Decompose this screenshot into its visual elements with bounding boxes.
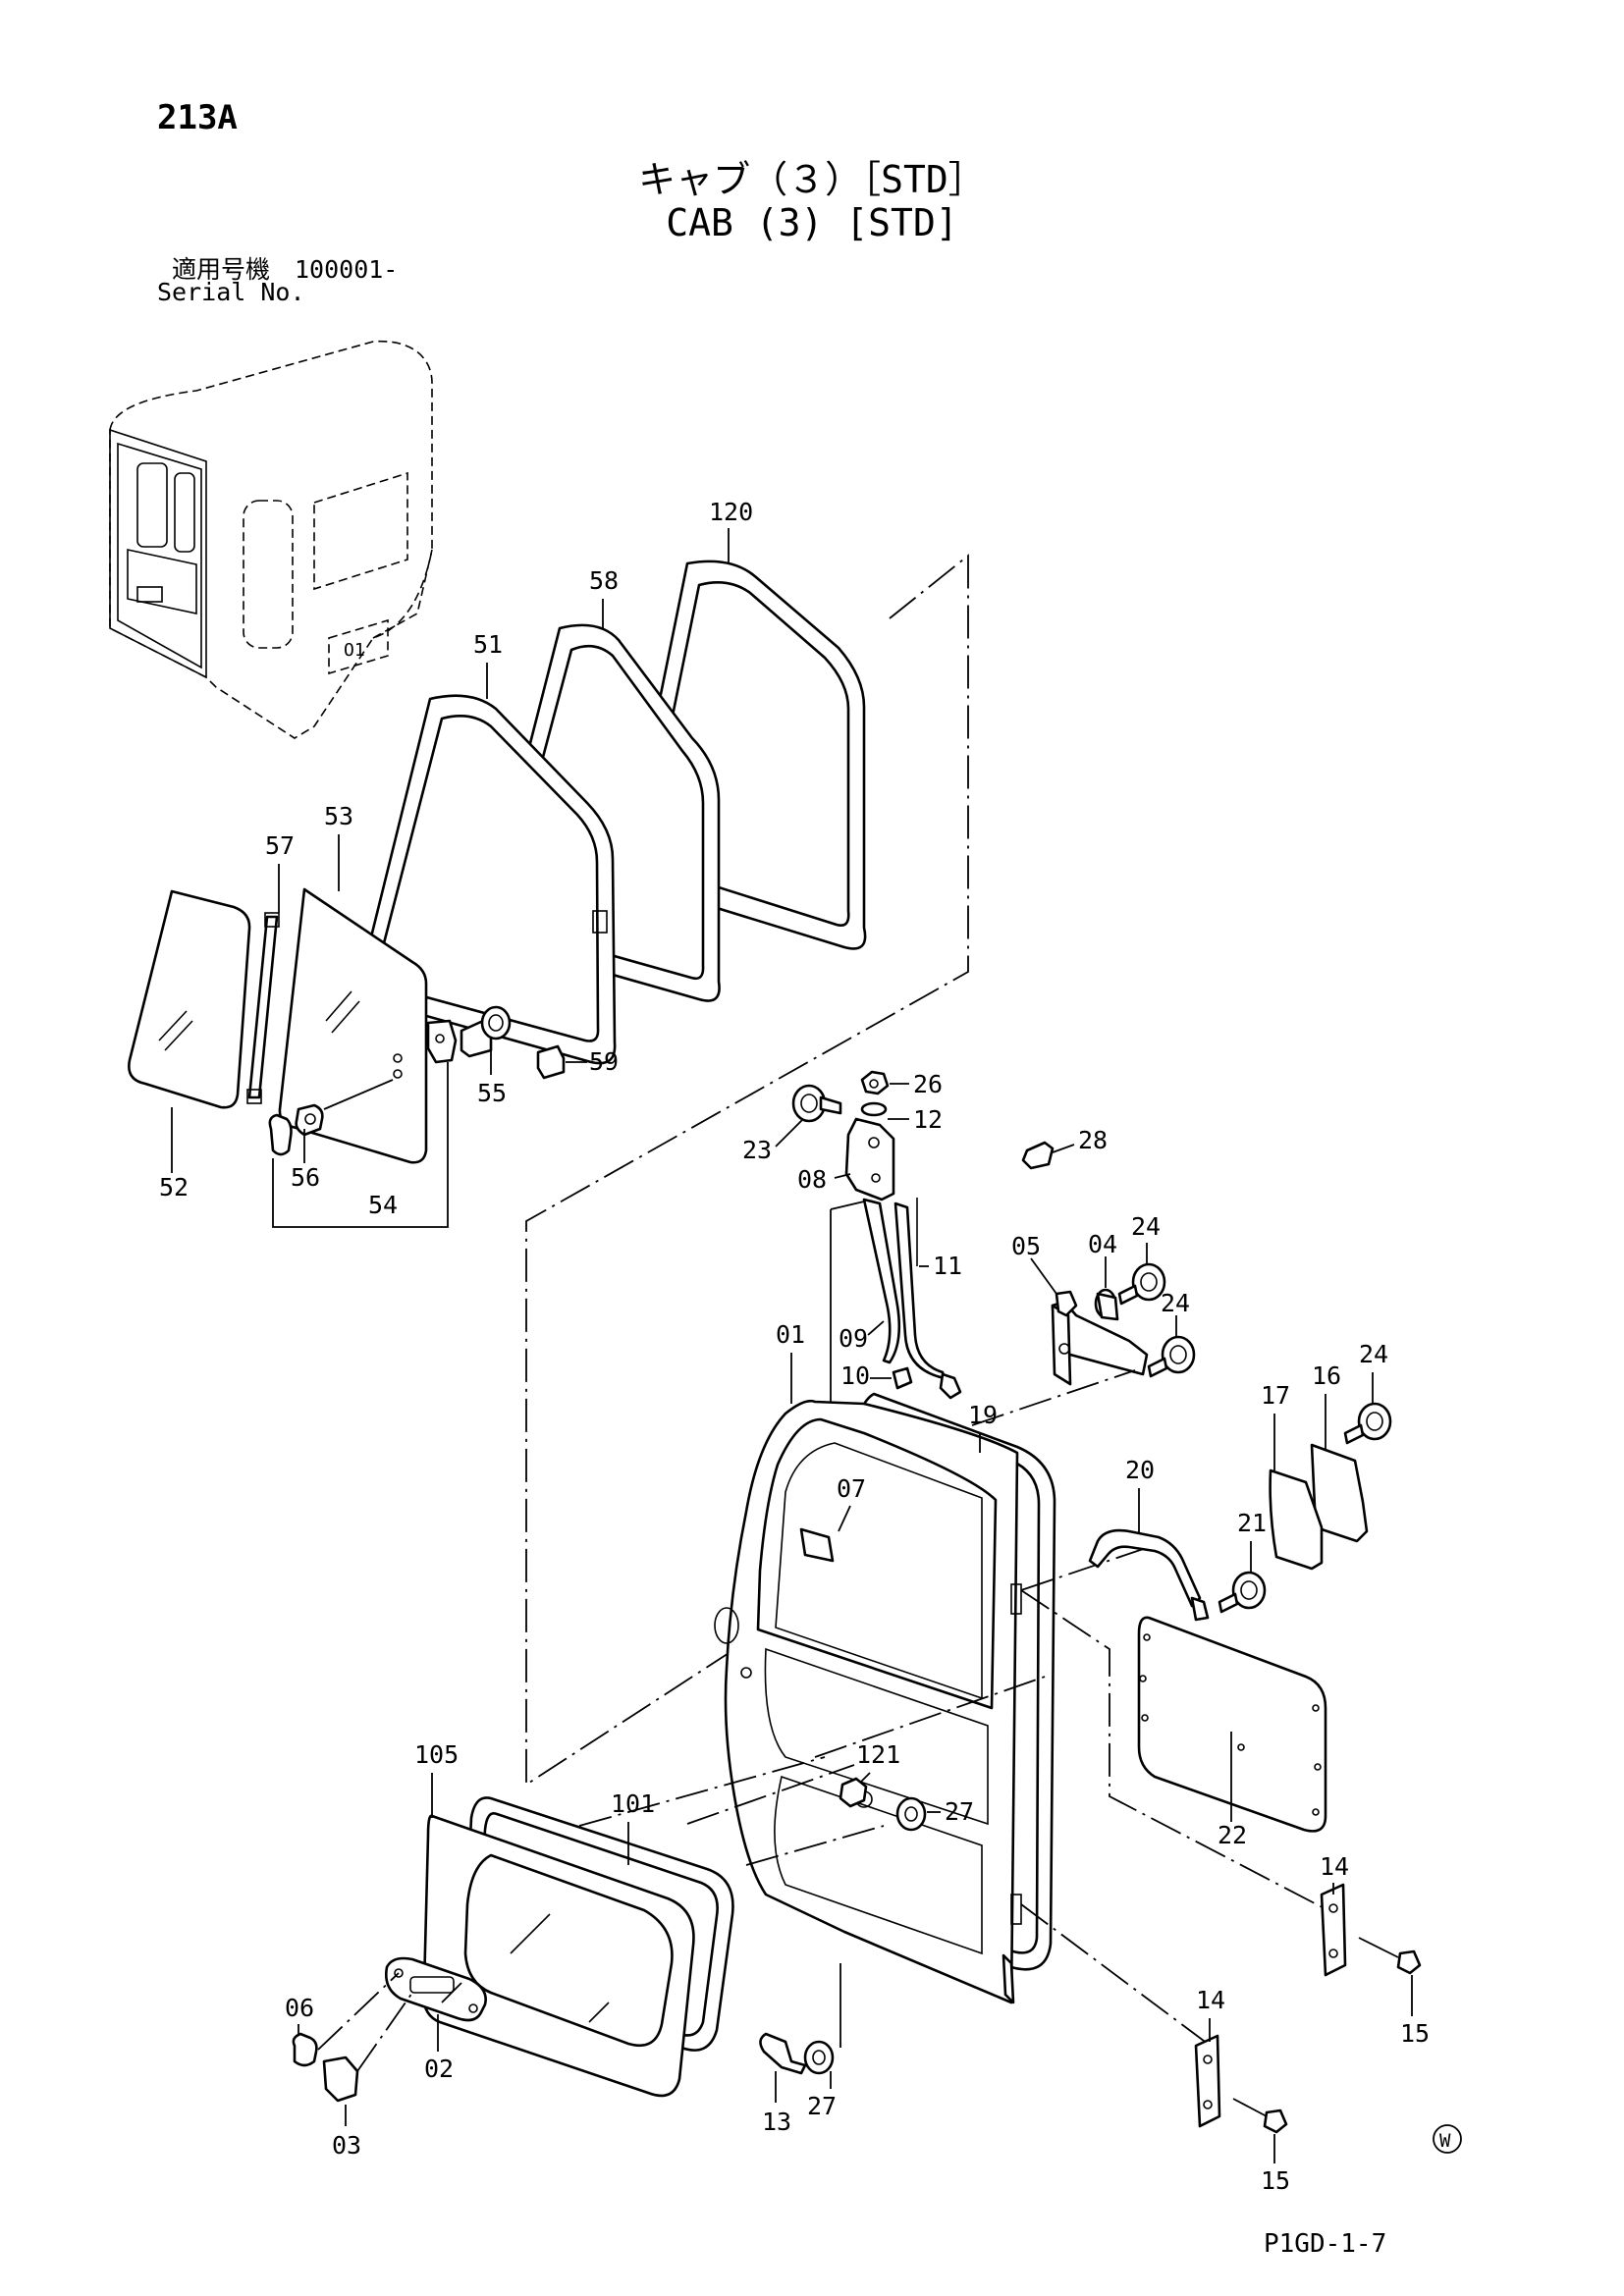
hinge-14b [1194,2034,1221,2128]
clip-10 [892,1366,913,1390]
part-label: 52 [159,1173,189,1201]
bolt-23 [791,1084,842,1123]
part-label: 51 [473,630,503,659]
bezel-02 [385,1956,487,2022]
washer-12 [860,1101,888,1117]
part-label: 07 [837,1474,866,1503]
serial-label-english: Serial No. [157,278,305,306]
bolt-24c [1343,1402,1392,1445]
part-label: 55 [477,1079,507,1107]
part-label: 03 [332,2131,361,2160]
part-label: 105 [414,1740,459,1769]
part-label: 24 [1359,1340,1388,1368]
svg-text:W: W [1439,2130,1451,2152]
title-english: CAB (3) [STD] [666,201,958,244]
lever-03 [322,2056,359,2103]
cab-overview-illustration: O1 [109,340,433,739]
stopper-59 [536,1044,566,1080]
glass-spacer-57 [246,912,280,1104]
page-number: 213A [157,98,238,137]
part-label: 15 [1261,2166,1290,2195]
part-label: 05 [1011,1232,1041,1260]
part-label: 11 [933,1252,962,1280]
part-label: 28 [1078,1126,1108,1154]
part-label: 21 [1237,1509,1267,1537]
serial-label-japanese: 適用号機 100001- [172,255,399,284]
part-label: 53 [324,802,353,830]
svg-text:O1: O1 [344,640,365,661]
bolt-21 [1218,1571,1267,1614]
part-label: 57 [265,831,295,860]
clip-13 [759,2032,807,2075]
part-label: 08 [797,1165,827,1194]
w-mark: W [1433,2124,1462,2154]
hinge-08 [844,1117,895,1201]
part-label: 101 [611,1789,655,1818]
part-label: 27 [945,1797,974,1826]
gasket-17 [1269,1468,1324,1571]
window-seal-51 [359,694,617,1065]
part-label: 54 [368,1191,398,1219]
figure-code: P1GD-1-7 [1264,2229,1387,2259]
part-label: 14 [1320,1852,1349,1881]
part-label: 26 [913,1070,943,1098]
clip-28 [1021,1141,1055,1170]
handle-20 [1088,1528,1210,1622]
door-frame-01 [714,1399,1022,2004]
part-label: 12 [913,1105,943,1134]
bolt-24b [1147,1335,1196,1378]
lock-05 [1051,1290,1149,1386]
part-label: 59 [589,1047,619,1076]
bolt-24a [1117,1262,1166,1306]
side-glass-52 [128,889,251,1109]
grommet-27b [803,2040,835,2075]
part-label: 120 [709,498,753,526]
washer-04 [1094,1288,1119,1321]
part-label: 15 [1400,2019,1430,2048]
part-label: 01 [776,1320,805,1349]
part-label: 24 [1131,1212,1161,1241]
part-label: 56 [291,1163,320,1192]
part-label: 22 [1218,1821,1247,1849]
trim-panel-22 [1137,1616,1327,1833]
part-label: 58 [589,566,619,595]
part-label: 121 [856,1740,900,1769]
part-label: 27 [807,2092,837,2120]
part-label: 10 [840,1362,870,1390]
trim-105 [422,1814,695,2098]
bolt-15a [1358,1937,1422,1975]
part-label: 04 [1088,1230,1117,1258]
grommet-27a [895,1796,927,1832]
part-label: 13 [762,2108,791,2136]
part-label: 06 [285,1994,314,2022]
part-label: 09 [839,1324,868,1353]
part-label: 17 [1261,1381,1290,1410]
hinge-14a [1320,1883,1347,1977]
part-label: 14 [1196,1986,1225,2014]
nut-26 [860,1070,890,1095]
bolt-15b [1232,2098,1288,2134]
part-label: 16 [1312,1362,1341,1390]
cap-06 [292,2032,318,2067]
window-latch-55 [426,1005,512,1064]
part-label: 23 [742,1136,772,1164]
part-label: 20 [1125,1456,1155,1484]
nut-121 [839,1777,868,1808]
title-japanese: キャブ（３）［STD］ [638,158,986,201]
part-label: 02 [424,2055,454,2083]
part-label: 24 [1161,1289,1190,1317]
pad-56 [268,1103,324,1156]
